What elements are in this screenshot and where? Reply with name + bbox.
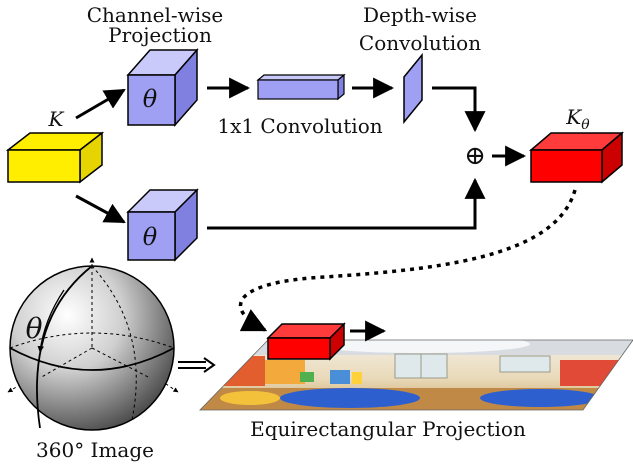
- conv-1x1-label: 1x1 Convolution: [217, 114, 382, 138]
- panorama-frame: [199, 339, 633, 411]
- top-projection-cube: [126, 48, 199, 127]
- image-360-caption: 360° Image: [36, 438, 154, 462]
- depth-wise-title-line2: Convolution: [359, 31, 481, 55]
- arrow-k-to-bottom: [75, 194, 126, 224]
- equirect-caption: Equirectangular Projection: [250, 417, 526, 441]
- implies-arrow: [178, 357, 216, 373]
- sum-operator: ⊕: [464, 141, 486, 171]
- theta-sphere-label: θ: [26, 312, 43, 345]
- sphere-icon: [7, 257, 179, 431]
- output-kernel-box: [528, 131, 625, 184]
- output-kernel-base: K: [565, 105, 582, 129]
- arrow-depthwise-to-sum: [432, 86, 486, 133]
- dotted-transfer-arrow: [238, 189, 577, 332]
- conv-1x1-box: [256, 73, 346, 101]
- bottom-projection-cube: [126, 188, 199, 262]
- depth-wise-title-line1: Depth-wise: [363, 3, 477, 27]
- depthwise-slab: [403, 52, 423, 125]
- arrow-k-to-top: [75, 88, 126, 120]
- kernel-label: K: [48, 107, 65, 131]
- output-kernel-label: Kθ: [565, 105, 590, 133]
- theta-top-label: θ: [143, 85, 158, 113]
- theta-bottom-label: θ: [143, 223, 158, 251]
- kernel-box: [5, 131, 105, 184]
- channel-wise-title-line2: Projection: [108, 23, 212, 47]
- arrow-bottom-to-sum: [207, 177, 486, 230]
- output-kernel-sub: θ: [581, 117, 590, 133]
- channel-wise-title-line1: Channel-wise: [87, 3, 223, 27]
- panorama-kernel-box: [266, 322, 346, 361]
